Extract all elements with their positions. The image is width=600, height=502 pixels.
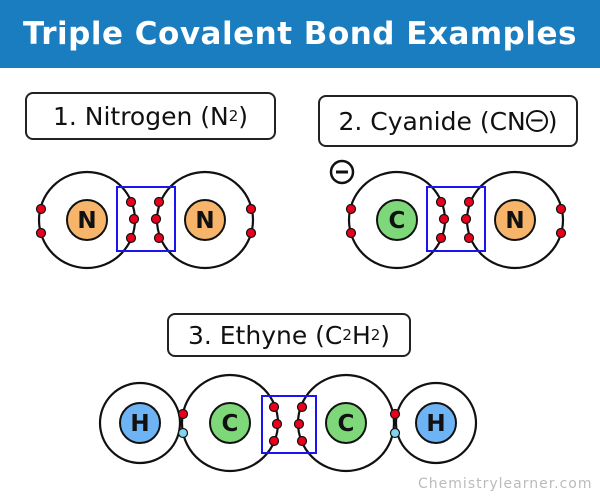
atom-symbol: H xyxy=(426,411,445,437)
electron xyxy=(125,232,137,244)
electron xyxy=(345,227,357,239)
atom-symbol: C xyxy=(338,411,355,437)
electron xyxy=(463,196,475,208)
nucleus-n xyxy=(494,199,536,241)
electron xyxy=(555,203,567,215)
electron xyxy=(245,203,257,215)
electron xyxy=(128,213,140,225)
label-number: 3. xyxy=(187,320,212,350)
formula-part: CN xyxy=(489,106,526,136)
electron xyxy=(268,401,280,413)
formula-subscript: 2 xyxy=(228,107,239,125)
electron xyxy=(35,203,47,215)
electron-shell xyxy=(394,381,478,465)
electron xyxy=(153,196,165,208)
electron xyxy=(389,427,401,439)
atom-symbol: C xyxy=(389,208,406,234)
label-number: 1. xyxy=(52,101,77,131)
negative-charge-icon: − xyxy=(525,110,548,132)
formula-subscript: 2 xyxy=(370,326,381,344)
formula-part: N xyxy=(210,101,229,131)
electron xyxy=(435,232,447,244)
nucleus-n xyxy=(66,199,108,241)
electron xyxy=(555,227,567,239)
electron xyxy=(177,408,189,420)
electron xyxy=(293,418,305,430)
nucleus-c xyxy=(376,199,418,241)
electron xyxy=(435,196,447,208)
atom-symbol: N xyxy=(77,208,96,234)
label-number: 2. xyxy=(338,106,363,136)
electron-shell xyxy=(98,381,182,465)
electron xyxy=(463,232,475,244)
shared-electrons-box xyxy=(116,186,176,252)
electron xyxy=(438,213,450,225)
formula-part: C xyxy=(324,320,343,350)
label-name: Cyanide xyxy=(370,106,472,136)
formula-subscript: 2 xyxy=(342,326,352,344)
electron xyxy=(296,401,308,413)
nucleus-n xyxy=(184,199,226,241)
electron xyxy=(35,227,47,239)
label-name: Nitrogen xyxy=(84,101,193,131)
electron xyxy=(271,418,283,430)
electron xyxy=(268,435,280,447)
electron xyxy=(153,232,165,244)
shared-electrons-box xyxy=(426,186,486,252)
nucleus-h xyxy=(119,402,161,444)
page-title: Triple Covalent Bond Examples xyxy=(0,0,600,68)
nucleus-h xyxy=(415,402,457,444)
electron xyxy=(345,203,357,215)
atom-symbol: H xyxy=(130,411,149,437)
atom-symbol: C xyxy=(222,411,239,437)
nucleus-c xyxy=(209,402,251,444)
watermark: Chemistrylearner.com xyxy=(418,476,593,492)
electron xyxy=(125,196,137,208)
electron xyxy=(296,435,308,447)
shared-electrons-box xyxy=(261,395,317,454)
label-cyanide: 2. Cyanide (CN−) xyxy=(318,95,578,147)
electron xyxy=(245,227,257,239)
electron xyxy=(177,427,189,439)
electron xyxy=(150,213,162,225)
label-name: Ethyne xyxy=(219,320,308,350)
nucleus-c xyxy=(325,402,367,444)
atom-symbol: N xyxy=(505,208,524,234)
formula-part: H xyxy=(351,320,371,350)
electron xyxy=(389,408,401,420)
atom-symbol: N xyxy=(195,208,214,234)
electron xyxy=(460,213,472,225)
